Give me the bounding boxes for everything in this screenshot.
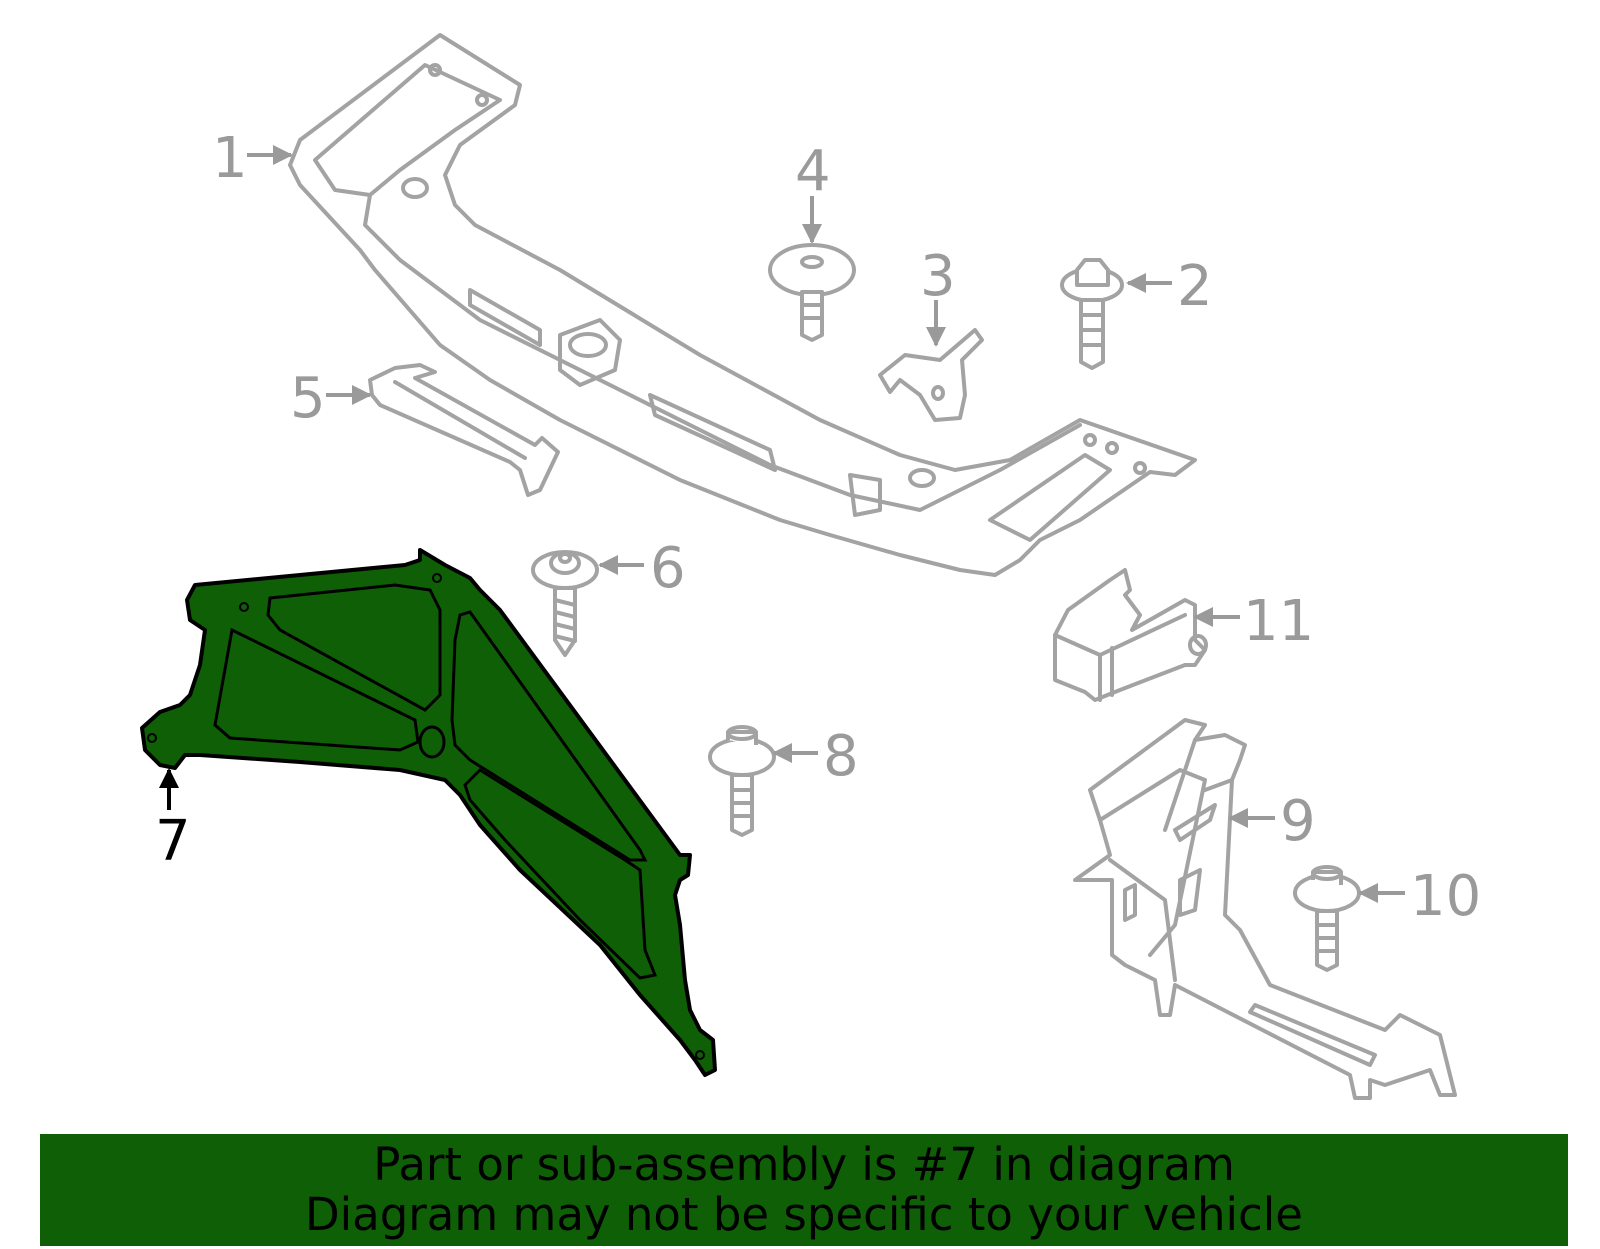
banner-line-2: Diagram may not be specific to your vehi… xyxy=(305,1188,1303,1241)
callout-10[interactable]: 10 xyxy=(1410,864,1481,929)
callout-2[interactable]: 2 xyxy=(1177,254,1213,319)
part-6-bolt[interactable] xyxy=(531,550,599,657)
callout-5[interactable]: 5 xyxy=(290,366,326,431)
part-3-bracket[interactable] xyxy=(878,328,984,422)
part-1-crossmember[interactable] xyxy=(288,33,1197,577)
part-2-bolt[interactable] xyxy=(1060,258,1124,370)
part-5-bracket[interactable] xyxy=(368,363,560,497)
part-4-push-pin[interactable] xyxy=(768,243,856,342)
callout-1[interactable]: 1 xyxy=(212,126,248,191)
callout-4[interactable]: 4 xyxy=(795,139,831,204)
callout-7[interactable]: 7 xyxy=(155,809,191,874)
callout-8[interactable]: 8 xyxy=(823,724,859,789)
part-8-bolt[interactable] xyxy=(708,725,776,837)
part-10-bolt[interactable] xyxy=(1293,865,1361,972)
part-9-bracket-assembly[interactable] xyxy=(1073,718,1457,1100)
part-7-highlighted-panel[interactable] xyxy=(140,548,717,1077)
part-11-block[interactable] xyxy=(1053,568,1208,702)
info-banner: Part or sub-assembly is #7 in diagram Di… xyxy=(40,1134,1568,1246)
callout-11[interactable]: 11 xyxy=(1243,589,1314,654)
callout-3[interactable]: 3 xyxy=(920,244,956,309)
callout-6[interactable]: 6 xyxy=(650,536,686,601)
banner-line-1: Part or sub-assembly is #7 in diagram xyxy=(373,1138,1235,1191)
callout-9[interactable]: 9 xyxy=(1280,789,1316,854)
